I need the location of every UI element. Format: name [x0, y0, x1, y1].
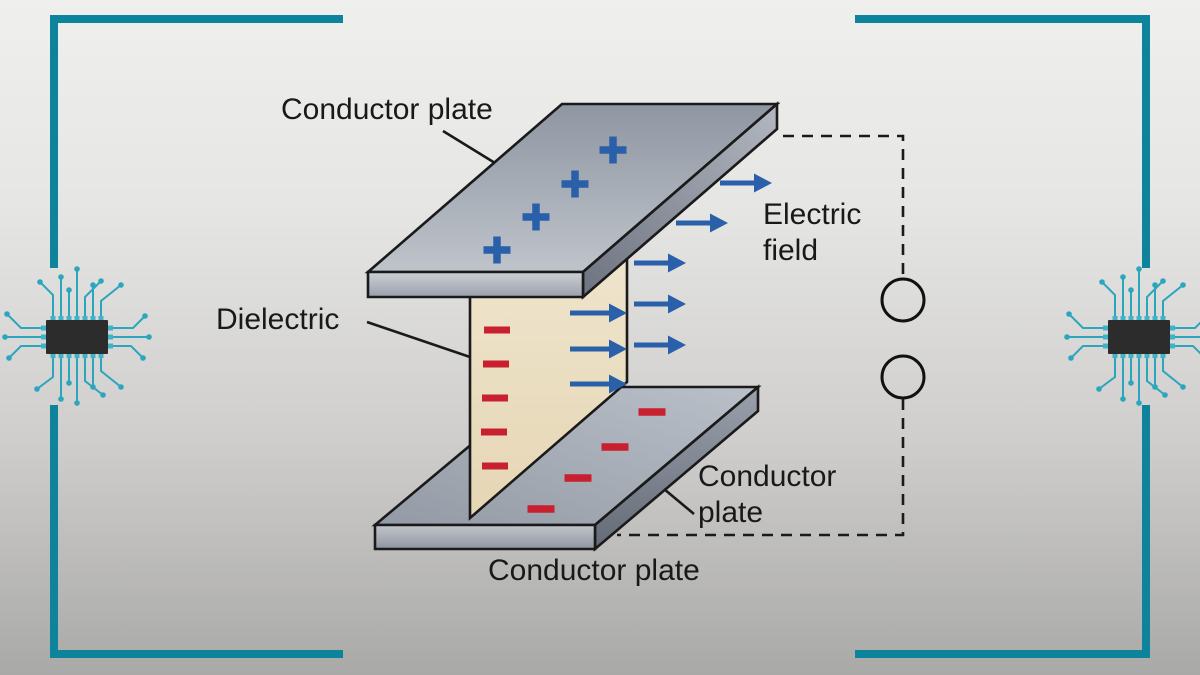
conductor-plate-right-label-line2: plate — [698, 496, 764, 529]
electric-field-label-line1: Electric — [763, 198, 862, 231]
plus-charge-icon — [483, 236, 511, 264]
field-arrow-icon — [570, 303, 627, 323]
frame-bottom-left-bar — [50, 650, 343, 658]
wire-top — [783, 134, 905, 278]
label-leader-lines — [366, 129, 695, 515]
conductor-plate-right-label: Conductor plate — [698, 459, 836, 531]
frame-left-bar-lower — [50, 405, 58, 658]
bottom-plate-front-face — [373, 523, 597, 551]
dielectric-negative-charges — [481, 326, 510, 470]
leader-conductor-right — [663, 488, 695, 515]
electric-field-label-line2: field — [763, 234, 819, 267]
field-arrow-icon — [634, 253, 686, 273]
field-arrow-icon — [570, 339, 627, 359]
dielectric-label: Dielectric — [216, 303, 340, 336]
frame-right-bar-upper — [1142, 15, 1150, 268]
dashed-circuit-wire — [617, 134, 905, 537]
field-arrow-icon — [570, 374, 627, 394]
top-plate-front-face — [366, 270, 585, 299]
conductor-plate-top-label: Conductor plate — [281, 93, 493, 126]
electric-field-arrows — [570, 173, 772, 394]
frame-top-left-bar — [50, 15, 343, 23]
frame-right-bar-lower — [1142, 405, 1150, 658]
electric-field-label: Electric field — [763, 197, 861, 269]
frame-brackets — [50, 15, 1150, 658]
frame-top-right-bar — [855, 15, 1150, 23]
microchip-icon-left — [1, 265, 153, 407]
plus-charge-icon — [599, 136, 627, 164]
microchip-icon-right — [1063, 265, 1200, 407]
positive-charges — [483, 136, 627, 264]
wire-bottom — [617, 399, 905, 537]
field-arrow-icon — [634, 294, 686, 314]
plate-negative-charges — [527, 408, 666, 513]
field-arrow-icon — [676, 213, 728, 233]
leader-dielectric — [366, 320, 471, 359]
conductor-plate-bottom-label: Conductor plate — [488, 554, 700, 587]
field-arrow-icon — [634, 335, 686, 355]
terminal-circles — [880, 277, 926, 400]
plus-charge-icon — [522, 203, 550, 231]
frame-bottom-right-bar — [855, 650, 1150, 658]
leader-conductor-top — [442, 129, 496, 165]
frame-left-bar-upper — [50, 15, 58, 268]
field-arrow-icon — [720, 173, 772, 193]
plus-charge-icon — [561, 170, 589, 198]
terminal-circle — [880, 354, 926, 400]
terminal-circle — [880, 277, 926, 323]
top-conductor-plate — [364, 101, 781, 300]
conductor-plate-right-label-line1: Conductor — [698, 460, 837, 493]
